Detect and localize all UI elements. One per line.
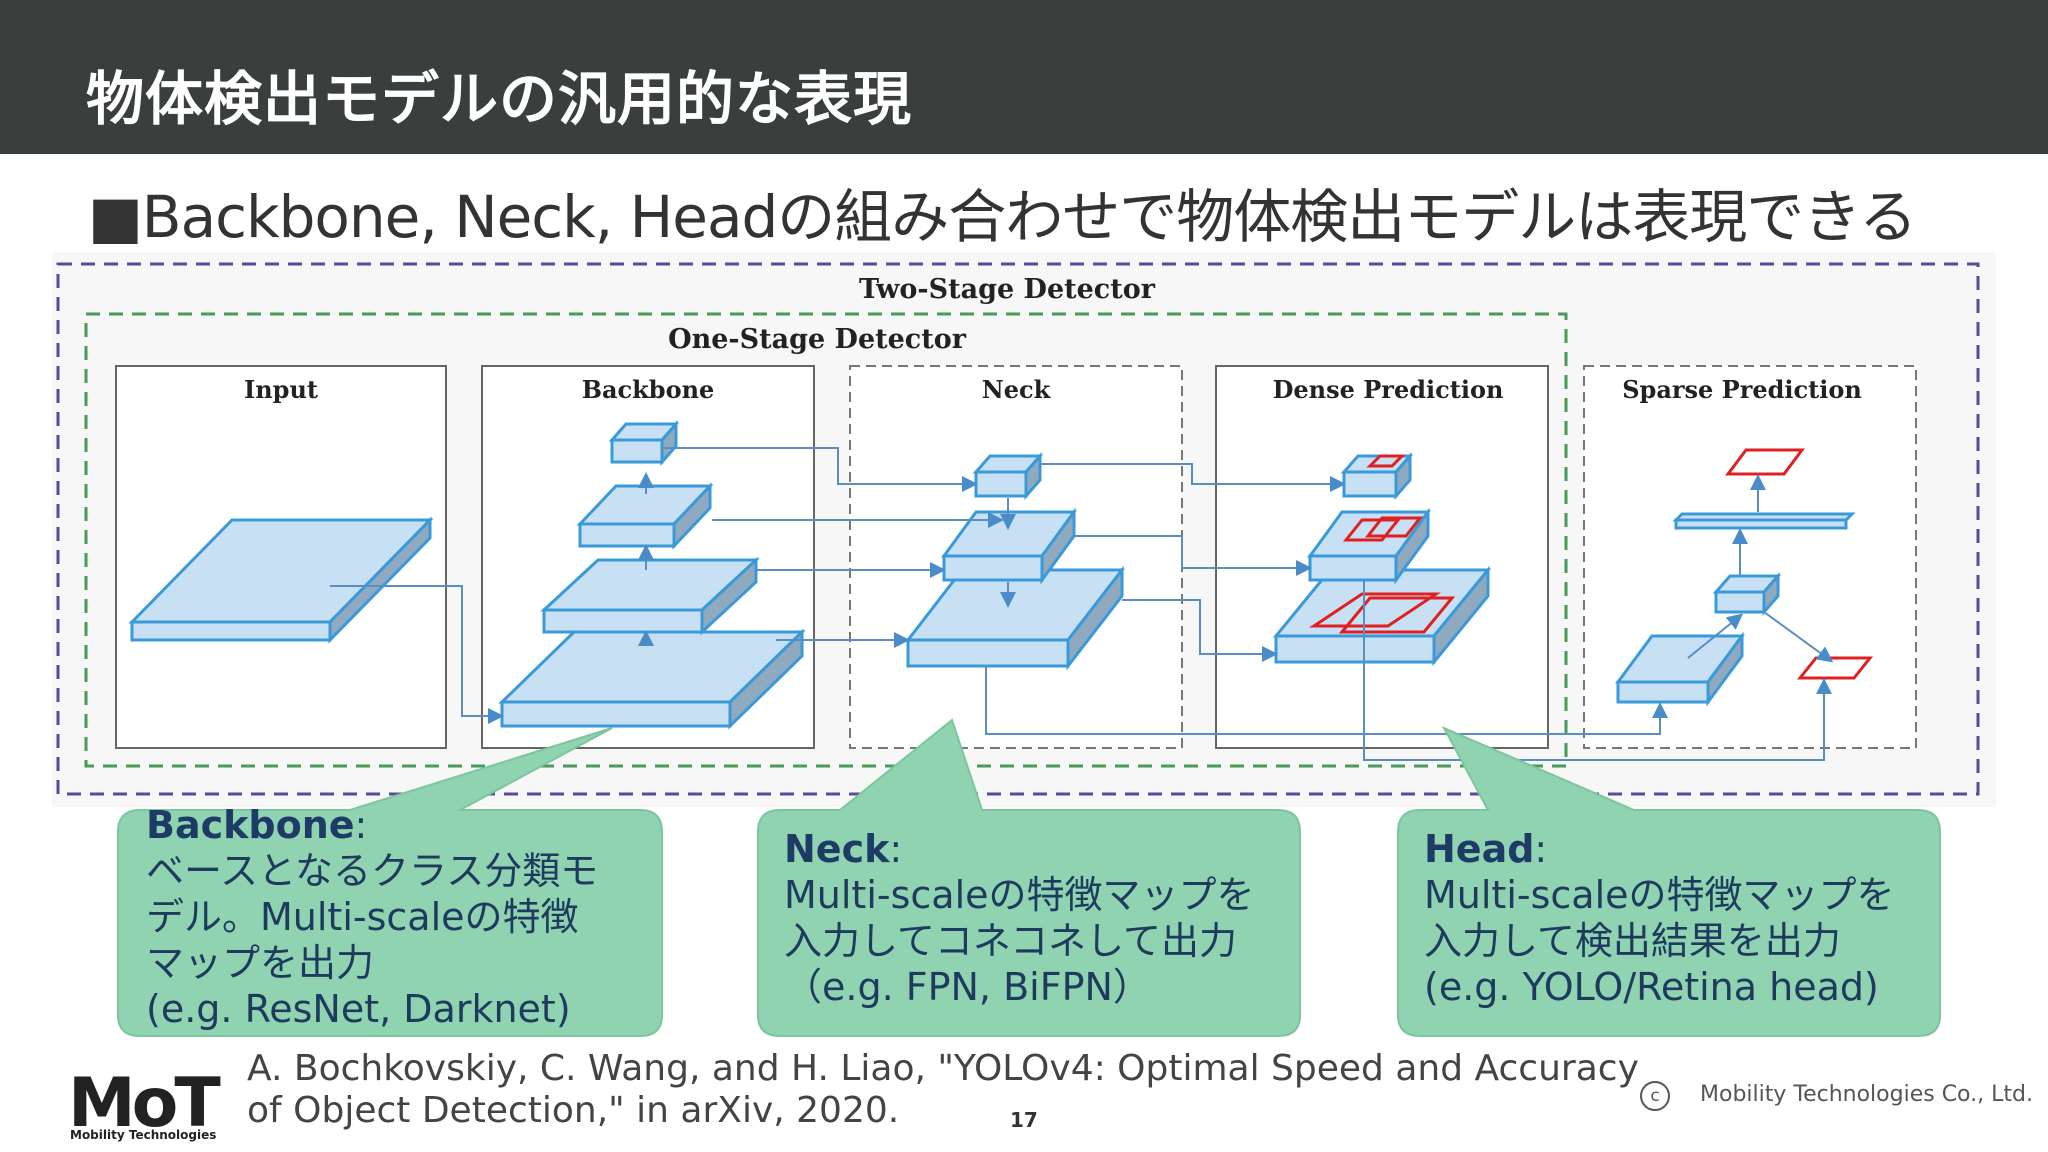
neck-callout-line: 入力してコネコネして出力 bbox=[784, 919, 1237, 963]
citation-line-1: A. Bochkovskiy, C. Wang, and H. Liao, "Y… bbox=[247, 1048, 1639, 1089]
backbone-panel-label: Backbone bbox=[582, 375, 715, 404]
one-stage-label: One-Stage Detector bbox=[668, 324, 967, 355]
backbone-callout-line: デル。Multi-scaleの特徴 bbox=[146, 895, 579, 939]
dense-prediction-block-1 bbox=[1340, 452, 1414, 500]
one-stage-border bbox=[84, 312, 1568, 768]
head-callout-line: 入力して検出結果を出力 bbox=[1424, 919, 1841, 963]
slide-title: 物体検出モデルの汎用的な表現 bbox=[86, 65, 913, 133]
citation-line-2: of Object Detection," in arXiv, 2020. bbox=[247, 1090, 900, 1131]
backbone-callout-title: Backbone bbox=[146, 803, 355, 847]
company-logo-name: Mobility Technologies bbox=[70, 1128, 217, 1142]
head-callout-line: (e.g. YOLO/Retina head) bbox=[1424, 965, 1879, 1009]
connection-lines bbox=[330, 447, 1834, 761]
neck-callout-line: Multi-scaleの特徴マップを bbox=[784, 873, 1255, 917]
company-logo: MoT bbox=[68, 1064, 221, 1143]
backbone-callout: Backbone: ベースとなるクラス分類モ デル。Multi-scaleの特徴… bbox=[146, 803, 599, 1031]
backbone-callout-line: ベースとなるクラス分類モ bbox=[146, 849, 599, 893]
neck-panel-label: Neck bbox=[982, 375, 1052, 404]
backbone-feature-block-2 bbox=[576, 482, 714, 550]
neck-feature-block-3 bbox=[904, 565, 1126, 671]
two-stage-label: Two-Stage Detector bbox=[859, 274, 1156, 305]
head-callout-title: Head bbox=[1424, 827, 1535, 871]
backbone-callout-line: (e.g. ResNet, Darknet) bbox=[146, 987, 571, 1031]
input-image-block bbox=[128, 516, 434, 644]
slide-subtitle: ■Backbone, Neck, Headの組み合わせで物体検出モデルは表現でき… bbox=[88, 183, 1917, 251]
two-stage-border bbox=[56, 262, 1980, 796]
neck-callout: Neck: Multi-scaleの特徴マップを 入力してコネコネして出力 （e… bbox=[784, 827, 1255, 1009]
sparse-prediction-block-large bbox=[1615, 631, 1745, 707]
neck-callout-title: Neck bbox=[784, 827, 890, 871]
copyright-icon: c bbox=[1640, 1081, 1670, 1111]
copyright-text: Mobility Technologies Co., Ltd. bbox=[1700, 1082, 2033, 1107]
sparse-prediction-block-small bbox=[1712, 572, 1782, 616]
citation: A. Bochkovskiy, C. Wang, and H. Liao, "Y… bbox=[247, 1048, 1639, 1132]
header-bar: 物体検出モデルの汎用的な表現 bbox=[0, 0, 2048, 154]
head-callout-line: Multi-scaleの特徴マップを bbox=[1424, 873, 1895, 917]
sparse-prediction-box-side bbox=[1796, 656, 1874, 680]
head-callout: Head: Multi-scaleの特徴マップを 入力して検出結果を出力 (e.… bbox=[1424, 827, 1895, 1009]
input-panel-label: Input bbox=[244, 375, 318, 404]
page-number: 17 bbox=[1010, 1108, 1038, 1132]
neck-callout-line: （e.g. FPN, BiFPN） bbox=[784, 965, 1151, 1009]
backbone-callout-shape bbox=[117, 727, 663, 1037]
neck-callout-shape bbox=[757, 718, 1301, 1037]
backbone-callout-line: マップを出力 bbox=[146, 941, 375, 985]
head-callout-shape bbox=[1397, 725, 1941, 1037]
sparse-prediction-fc-layer bbox=[1672, 512, 1856, 530]
neck-feature-block-1 bbox=[972, 452, 1044, 500]
backbone-feature-block-1 bbox=[608, 420, 680, 466]
backbone-feature-block-3 bbox=[540, 556, 760, 636]
neck-feature-block-2 bbox=[941, 507, 1077, 585]
dense-prediction-label: Dense Prediction bbox=[1273, 375, 1504, 404]
sparse-prediction-label: Sparse Prediction bbox=[1622, 375, 1862, 404]
